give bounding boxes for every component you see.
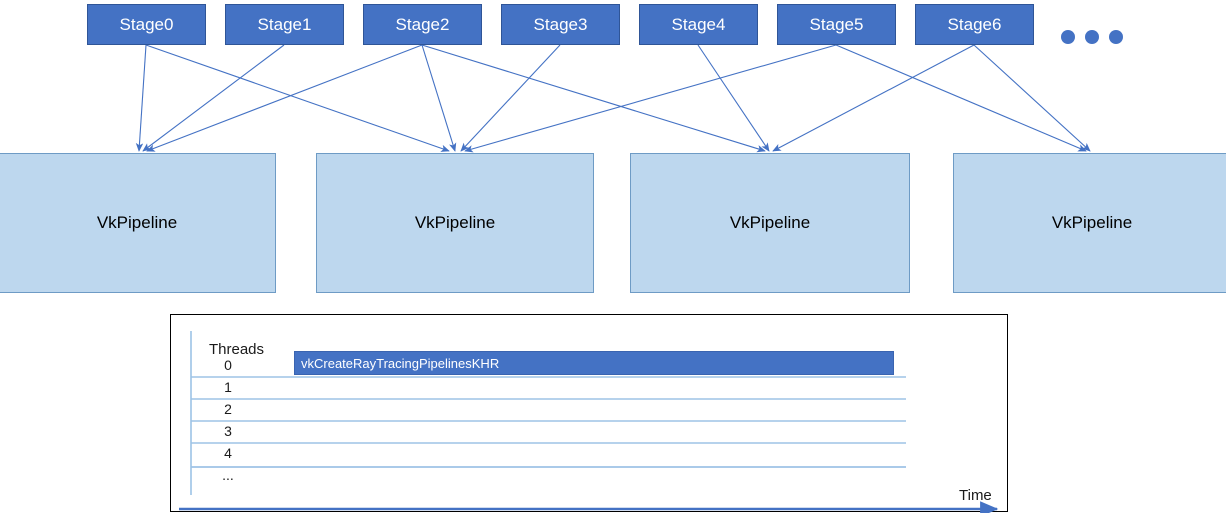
- vkpipeline-label: VkPipeline: [96, 213, 178, 232]
- connector-Stage5-to-VkPipeline2: [464, 44, 837, 153]
- stage-box-2[interactable]: Stage2: [363, 4, 482, 45]
- connector-Stage2-to-VkPipeline3: [421, 44, 766, 153]
- connector-Stage5-to-VkPipeline4: [835, 44, 1087, 152]
- threads-header-label: Threads: [209, 341, 265, 358]
- vkpipeline-label: VkPipeline: [414, 213, 496, 232]
- stage-label: Stage2: [395, 14, 450, 34]
- timeline-bar-vkcreateraytracingpipelineskhr[interactable]: vkCreateRayTracingPipelinesKHR: [294, 351, 894, 375]
- stage-box-1[interactable]: Stage1: [225, 4, 344, 45]
- connector-Stage3-to-VkPipeline2: [460, 44, 561, 152]
- thread-row-label-1: 1: [224, 379, 232, 395]
- ellipsis-dot: [1085, 30, 1099, 44]
- thread-row-label-2: 2: [224, 401, 232, 417]
- stage-label: Stage1: [257, 14, 312, 34]
- vkpipeline-box-2[interactable]: VkPipeline: [316, 153, 594, 293]
- time-axis-label: Time: [959, 487, 992, 504]
- connector-Stage2-to-VkPipeline2: [421, 44, 457, 152]
- vkpipeline-box-4[interactable]: VkPipeline: [953, 153, 1226, 293]
- more-stages-ellipsis-icon: [1061, 30, 1123, 44]
- thread-timeline-panel: Threads 0 1 2 3 4 ... vkCreateRayTracing…: [170, 314, 1008, 513]
- connector-Stage6-to-VkPipeline3: [772, 44, 975, 152]
- thread-row-label-4: 4: [224, 445, 232, 461]
- timeline-bar-label: vkCreateRayTracingPipelinesKHR: [301, 355, 500, 371]
- connector-Stage2-to-VkPipeline1: [146, 44, 423, 152]
- timeline-gridlines: [179, 331, 999, 513]
- thread-row-label-more: ...: [222, 467, 234, 483]
- connector-Stage4-to-VkPipeline3: [697, 44, 770, 152]
- stage-box-4[interactable]: Stage4: [639, 4, 758, 45]
- thread-row-label-3: 3: [224, 423, 232, 439]
- stage-box-5[interactable]: Stage5: [777, 4, 896, 45]
- vkpipeline-box-1[interactable]: VkPipeline: [0, 153, 276, 293]
- stage-box-0[interactable]: Stage0: [87, 4, 206, 45]
- stage-label: Stage4: [671, 14, 726, 34]
- stage-label: Stage3: [533, 14, 588, 34]
- vkpipeline-label: VkPipeline: [1051, 213, 1133, 232]
- stage-label: Stage5: [809, 14, 864, 34]
- stage-box-6[interactable]: Stage6: [915, 4, 1034, 45]
- connector-Stage0-to-VkPipeline2: [145, 44, 450, 152]
- connector-Stage6-to-VkPipeline4: [973, 44, 1091, 152]
- vkpipeline-box-3[interactable]: VkPipeline: [630, 153, 910, 293]
- connector-Stage0-to-VkPipeline1: [135, 44, 147, 152]
- thread-row-label-0: 0: [224, 357, 232, 373]
- ellipsis-dot: [1109, 30, 1123, 44]
- stage-label: Stage6: [947, 14, 1002, 34]
- connector-Stage1-to-VkPipeline1: [142, 44, 285, 152]
- ellipsis-dot: [1061, 30, 1075, 44]
- stage-label: Stage0: [119, 14, 174, 34]
- stage-box-3[interactable]: Stage3: [501, 4, 620, 45]
- vkpipeline-label: VkPipeline: [729, 213, 811, 232]
